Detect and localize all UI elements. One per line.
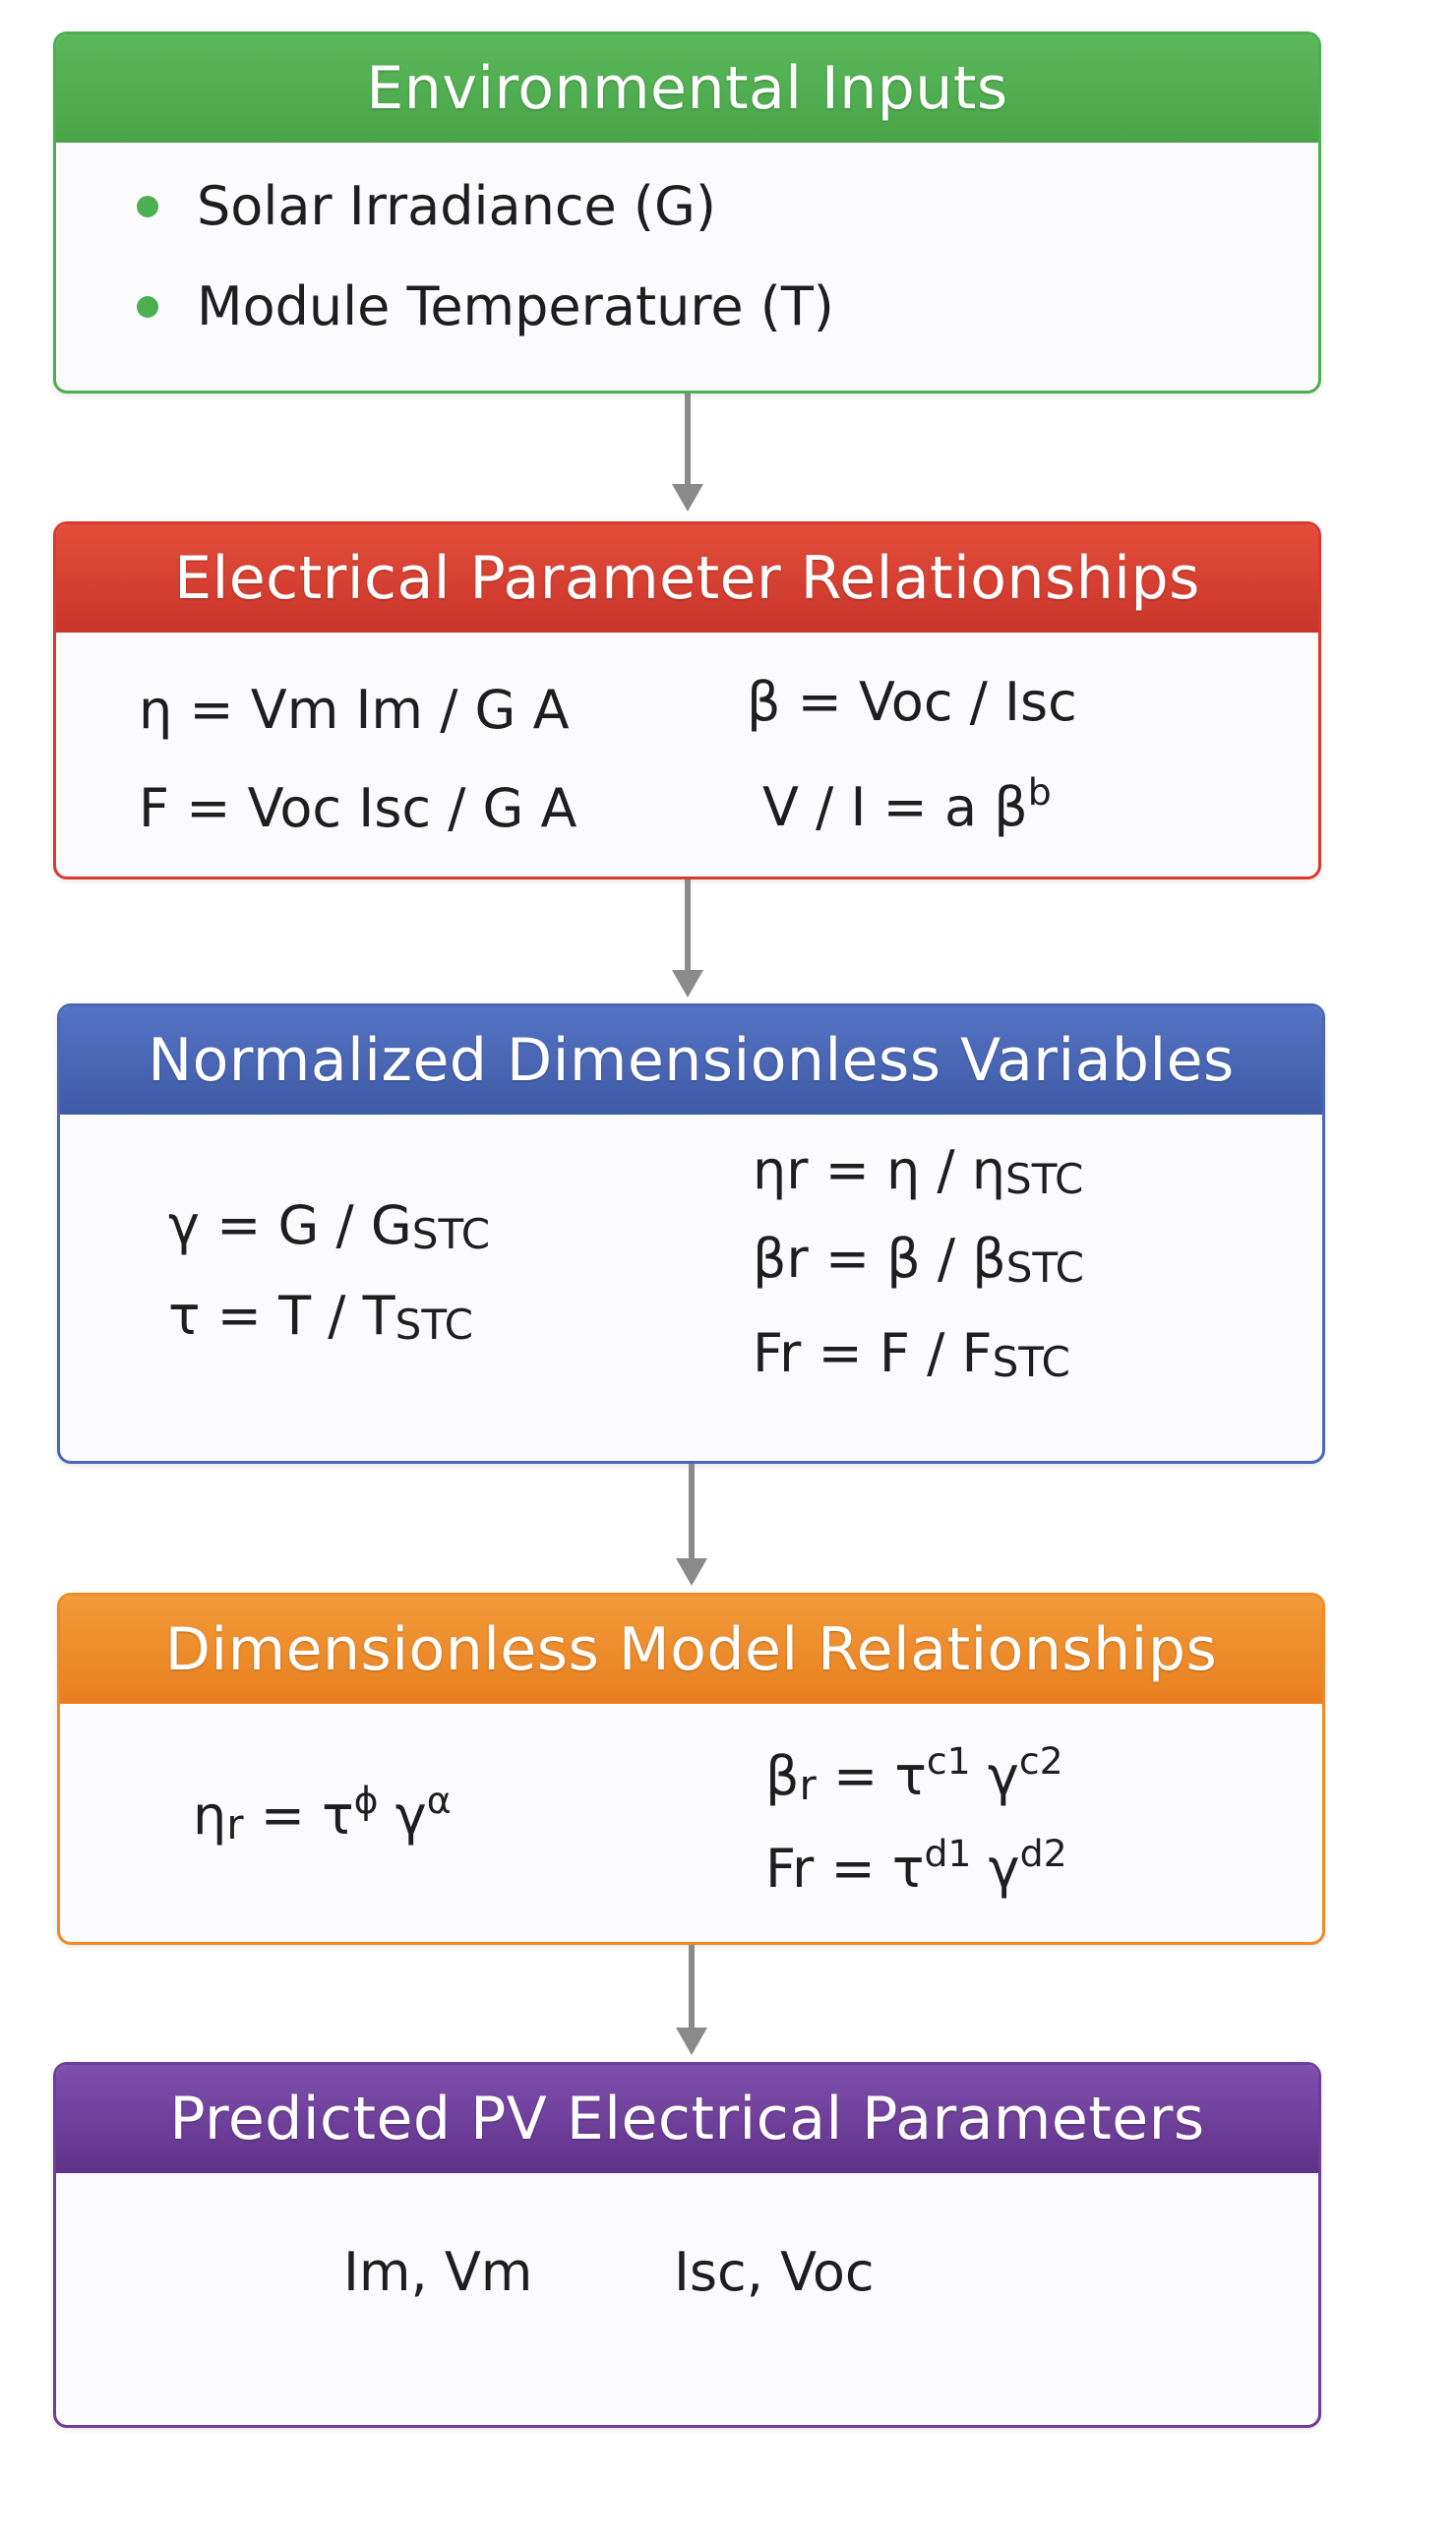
equation-efficiency: η = Vm Im / G A [139, 679, 570, 741]
equation-eta-r: ηr = η / ηSTC [753, 1139, 1084, 1204]
equation-fill-factor: F = Voc Isc / G A [139, 777, 577, 839]
equation-eta-r-model: ηr = τϕ γα [193, 1779, 452, 1848]
environmental-inputs-title: Environmental Inputs [56, 34, 1318, 143]
output-isc-voc: Isc, Voc [674, 2241, 875, 2303]
normalized-variables-title: Normalized Dimensionless Variables [60, 1006, 1322, 1115]
output-im-vm: Im, Vm [343, 2241, 533, 2303]
model-relationships-title: Dimensionless Model Relationships [60, 1596, 1322, 1704]
flow-arrow-icon [676, 1945, 707, 2055]
predicted-parameters-title: Predicted PV Electrical Parameters [56, 2065, 1318, 2173]
environmental-inputs-box: Environmental Inputs Solar Irradiance (G… [53, 31, 1321, 394]
bullet-dot-icon [137, 296, 158, 318]
flow-arrow-icon [676, 1464, 707, 1586]
flow-arrow-icon [672, 394, 703, 512]
equation-vi-ratio: V / I = a βb [762, 770, 1052, 838]
equation-f-r: Fr = F / FSTC [753, 1322, 1070, 1387]
bullet-dot-icon [137, 196, 158, 217]
flow-arrow-icon [672, 879, 703, 998]
electrical-relationships-box: Electrical Parameter Relationships η = V… [53, 521, 1321, 879]
predicted-parameters-box: Predicted PV Electrical Parameters Im, V… [53, 2062, 1321, 2428]
equation-beta-r-model: βr = τc1 γc2 [765, 1739, 1063, 1809]
equation-beta-r: βr = β / βSTC [753, 1228, 1085, 1293]
equation-beta: β = Voc / Isc [747, 671, 1077, 733]
input-item-irradiance: Solar Irradiance (G) [197, 175, 716, 237]
electrical-relationships-title: Electrical Parameter Relationships [56, 524, 1318, 633]
equation-f-r-model: Fr = τd1 γd2 [765, 1832, 1067, 1900]
equation-gamma: γ = G / GSTC [168, 1194, 491, 1259]
input-item-temperature: Module Temperature (T) [197, 275, 834, 337]
model-relationships-box: Dimensionless Model Relationships ηr = τ… [57, 1593, 1325, 1945]
normalized-variables-box: Normalized Dimensionless Variables γ = G… [57, 1003, 1325, 1464]
equation-tau: τ = T / TSTC [168, 1285, 473, 1350]
